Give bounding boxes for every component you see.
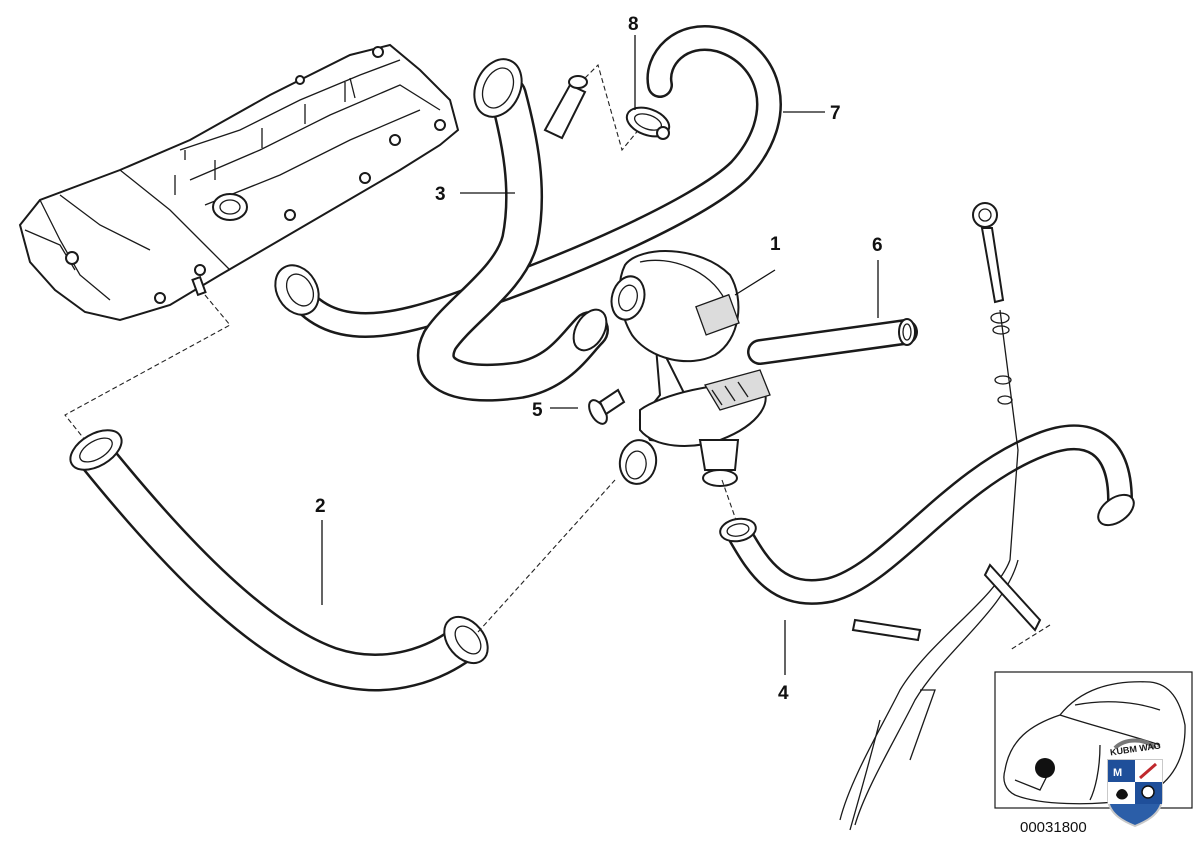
hose-7-drawing: [274, 25, 782, 338]
callout-6: 6: [872, 235, 883, 256]
dashed-connection-3: [584, 63, 641, 152]
car-locator-inset: M KUBM WAG: [994, 671, 1193, 828]
watermark-logo: M KUBM WAG: [1107, 738, 1163, 828]
dashed-connection-cover: [64, 294, 231, 441]
oil-separator-1-drawing: [610, 250, 771, 487]
callout-8: 8: [628, 14, 639, 35]
callout-1: 1: [770, 234, 781, 255]
callout-7: 7: [830, 103, 841, 124]
car-locator-icon: [1003, 681, 1186, 805]
hose-3-drawing: [416, 58, 609, 402]
diagram-part-number: 00031800: [1020, 819, 1087, 836]
hose-6-drawing: [747, 318, 918, 365]
hose-2-drawing: [69, 429, 489, 692]
dashed-connection-2: [477, 479, 616, 633]
valve-cover-drawing: [18, 43, 460, 322]
dashed-connection-tube: [1009, 624, 1051, 651]
svg-text:M: M: [1113, 767, 1122, 779]
dashed-connection-4: [721, 479, 737, 521]
clamp-8-drawing: [625, 106, 671, 140]
bolt-5-drawing: [588, 388, 626, 425]
hose-4-drawing: [719, 424, 1135, 605]
callout-5: 5: [532, 400, 543, 421]
callout-4: 4: [778, 683, 789, 704]
callout-3: 3: [435, 184, 446, 205]
dipstick-drawing: [839, 202, 1042, 831]
callout-2: 2: [315, 496, 326, 517]
callout-leaders: [321, 35, 879, 675]
